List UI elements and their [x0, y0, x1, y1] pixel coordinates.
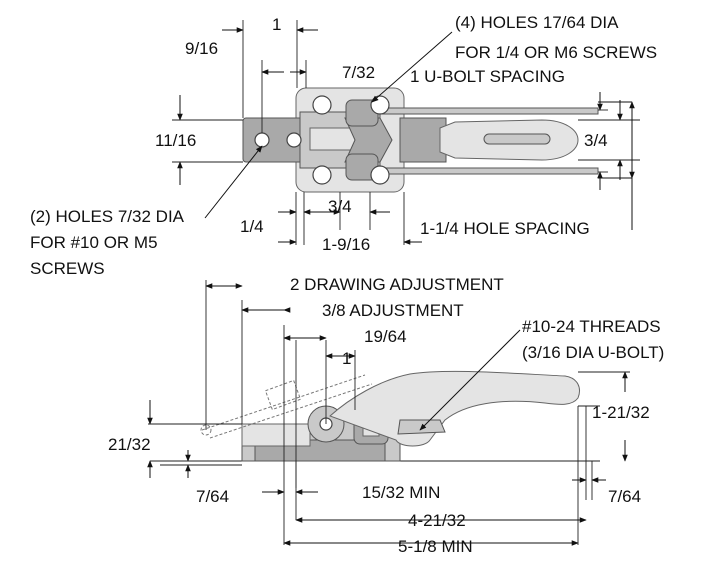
- adjustment: 3/8 ADJUSTMENT: [322, 301, 464, 320]
- dim-7-64-right: 7/64: [608, 487, 641, 506]
- upper-linkage: [377, 107, 599, 115]
- drawing-adjustment: 2 DRAWING ADJUSTMENT: [290, 275, 504, 294]
- mount-hole: [370, 95, 390, 115]
- dim-15-32-min: 15/32 MIN: [362, 483, 440, 502]
- mount-hole: [370, 165, 390, 185]
- dim-3-4-right: 3/4: [584, 131, 608, 150]
- small-hole: [254, 132, 270, 148]
- dim-1-side: 1: [342, 349, 351, 368]
- dim-21-32: 21/32: [108, 435, 151, 454]
- top-view: [172, 20, 640, 245]
- small-holes-line3: SCREWS: [30, 259, 105, 278]
- dim-5-1-8-min: 5-1/8 MIN: [398, 537, 473, 556]
- small-holes-line2: FOR #10 OR M5: [30, 233, 158, 252]
- dim-19-64: 19/64: [364, 327, 407, 346]
- top-view-labels: (4) HOLES 17/64 DIA FOR 1/4 OR M6 SCREWS…: [30, 13, 657, 278]
- mount-hole: [312, 95, 332, 115]
- dim-7-32: 7/32: [342, 63, 375, 82]
- lower-linkage: [377, 167, 599, 175]
- dim-1-4: 1/4: [240, 217, 264, 236]
- threads-line1: #10-24 THREADS: [522, 317, 661, 336]
- small-hole: [286, 132, 302, 148]
- dim-1-21-32: 1-21/32: [592, 403, 650, 422]
- side-view: [147, 280, 630, 546]
- dim-hole-spacing: 1-1/4 HOLE SPACING: [420, 219, 590, 238]
- handle-side: [329, 370, 580, 447]
- dim-9-16: 9/16: [185, 39, 218, 58]
- dim-11-16: 11/16: [155, 131, 196, 150]
- threads-line2: (3/16 DIA U-BOLT): [522, 343, 664, 362]
- dim-1-9-16: 1-9/16: [322, 235, 370, 254]
- holes-note-line1: (4) HOLES 17/64 DIA: [455, 13, 619, 32]
- dim-u-bolt-spacing: 1 U-BOLT SPACING: [410, 67, 565, 86]
- holes-note-line2: FOR 1/4 OR M6 SCREWS: [455, 43, 657, 62]
- mount-hole: [312, 165, 332, 185]
- dim-3-4-bottom: 3/4: [328, 197, 352, 216]
- dim-1-top: 1: [272, 15, 281, 34]
- dim-7-64-left: 7/64: [196, 487, 229, 506]
- small-holes-line1: (2) HOLES 7/32 DIA: [30, 207, 185, 226]
- dim-4-21-32: 4-21/32: [408, 511, 466, 530]
- side-view-labels: 2 DRAWING ADJUSTMENT 3/8 ADJUSTMENT 19/6…: [108, 275, 664, 556]
